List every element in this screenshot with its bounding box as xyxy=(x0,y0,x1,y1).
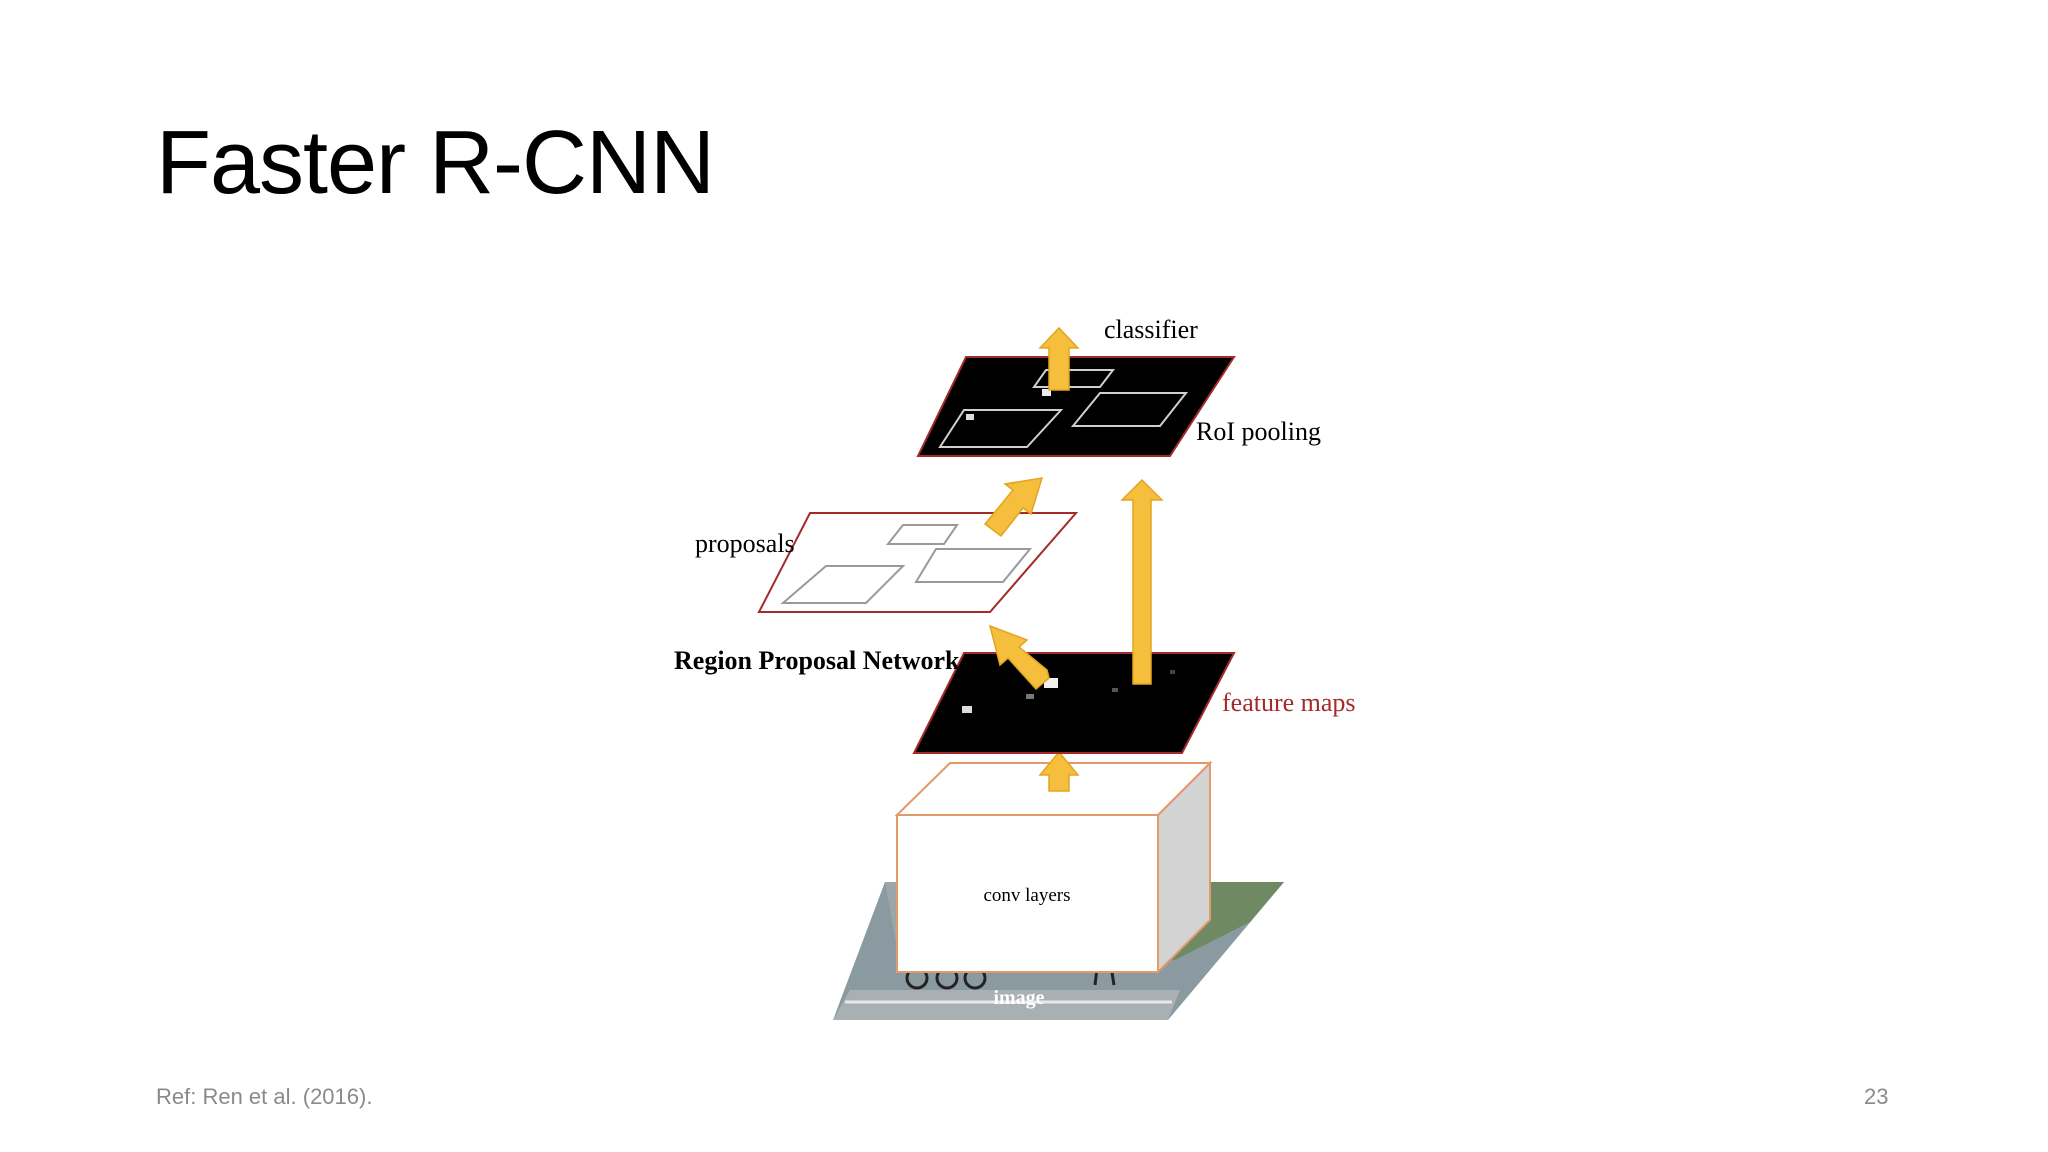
reference-citation: Ref: Ren et al. (2016). xyxy=(156,1084,372,1110)
conv-layers-label: conv layers xyxy=(983,885,1070,906)
image-label: image xyxy=(993,987,1044,1009)
conv-layers-box: conv layers xyxy=(897,763,1210,972)
feature-maps-label: feature maps xyxy=(1222,688,1356,717)
proposals-label: proposals xyxy=(695,529,795,558)
classifier-label: classifier xyxy=(1104,315,1198,344)
page-number: 23 xyxy=(1864,1084,1888,1110)
roi-pooling-plane xyxy=(918,357,1234,456)
rpn-label: Region Proposal Network xyxy=(674,646,960,675)
feature-maps-plane xyxy=(914,653,1234,753)
proposals-plane xyxy=(759,513,1076,612)
roi-pooling-label: RoI pooling xyxy=(1196,417,1321,446)
